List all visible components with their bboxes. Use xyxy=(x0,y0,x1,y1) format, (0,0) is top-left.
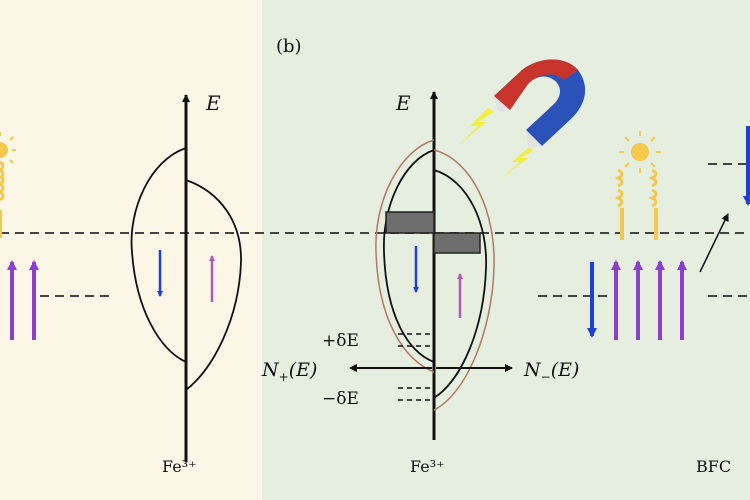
sun-icon xyxy=(0,132,16,164)
panel-b-tag: (b) xyxy=(276,36,302,57)
dos-curve-right xyxy=(185,179,242,391)
material-label: BFC xyxy=(696,457,731,476)
n-minus-main: N xyxy=(523,359,542,381)
n-minus-arg: (E) xyxy=(551,359,580,381)
ion-a-label: Fe³⁺ xyxy=(162,457,197,476)
dos-curve-right-b xyxy=(433,169,487,399)
wavy-photon-icon xyxy=(648,168,658,208)
n-plus-label: N+(E) xyxy=(261,359,317,384)
dos-curve-left xyxy=(130,147,187,363)
minus-delta-label: −δE xyxy=(322,389,359,409)
dos-curve-brown-left xyxy=(375,139,435,373)
band-fill-left xyxy=(385,211,435,234)
ion-b-label: Fe³⁺ xyxy=(410,457,445,476)
n-plus-main: N xyxy=(261,359,280,381)
lightning-icon xyxy=(502,148,534,178)
lightning-icon xyxy=(458,108,494,146)
wavy-photon-icon xyxy=(0,160,5,202)
n-minus-label: N−(E) xyxy=(523,359,579,384)
n-minus-sub: − xyxy=(541,370,551,384)
magnet-icon xyxy=(494,59,586,148)
energy-axis-b-label: E xyxy=(395,91,411,115)
dos-curve-brown-right xyxy=(433,149,495,411)
transfer-arrow xyxy=(699,213,729,273)
sun-icon xyxy=(619,131,661,173)
panel-b-background xyxy=(262,0,750,500)
band-fill-right xyxy=(433,232,481,254)
n-plus-sub: + xyxy=(279,370,289,384)
n-plus-arg: (E) xyxy=(289,359,318,381)
energy-axis-a-label: E xyxy=(205,91,221,115)
wavy-photon-icon xyxy=(614,168,624,208)
plus-delta-label: +δE xyxy=(322,331,359,351)
